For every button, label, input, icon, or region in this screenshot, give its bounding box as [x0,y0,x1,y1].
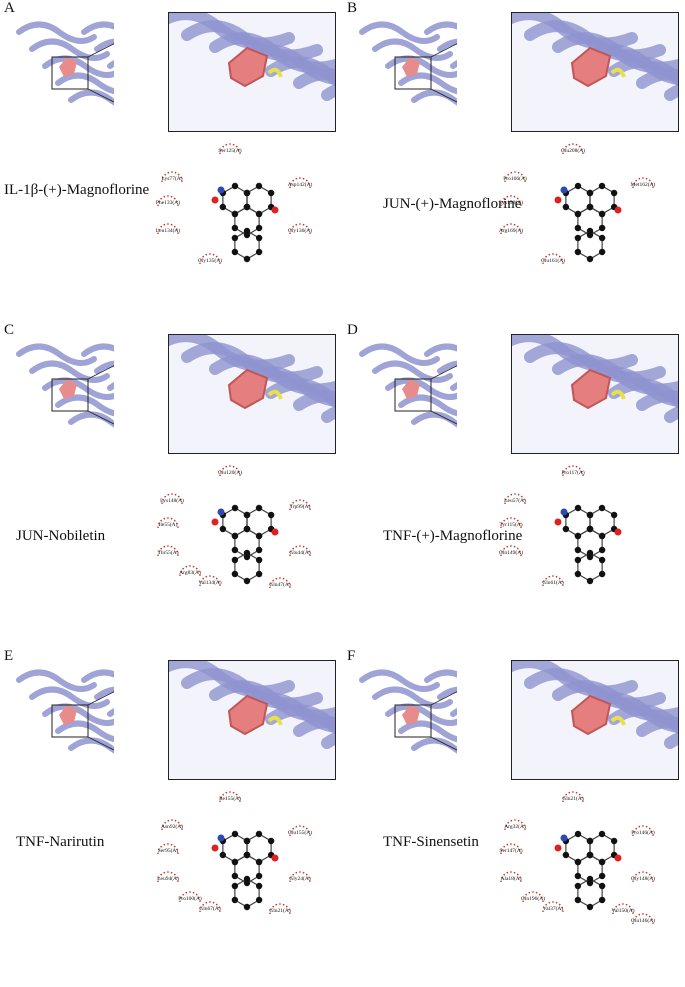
panel-title: TNF-Narirutin [16,834,105,850]
binding-site-zoom [511,334,679,454]
residue-label: Glu44(A) [289,549,311,556]
panel-letter: F [347,648,356,664]
residue-label: Tyr115(A) [499,521,522,528]
residue-label: Arg32(A) [504,823,526,830]
residue-label: Leu57(A) [504,497,526,504]
panel-letter: A [4,0,15,16]
panel-title: JUN-(+)-Magnoflorine [383,196,522,212]
protein-overview [359,21,457,106]
panel-letter: D [347,322,358,338]
panel-letter: E [4,648,14,664]
protein-overview [16,669,114,754]
residue-label: Pro166(A) [503,175,527,182]
residue-label: Glu208(A) [561,147,585,154]
binding-site-zoom [511,660,679,780]
binding-site-zoom [168,12,336,132]
residue-label: Val150(A) [611,907,634,914]
panel-e: E TNF-Narirutin Ile155(A) Asn92(A) Ser95(A… [0,648,342,977]
ligand-interaction-diagram: Gln21(A) Arg32(A) Ser147(A) Ala18(A) Val37(A… [499,791,655,925]
residue-label: Ser95(A) [158,847,179,854]
protein-overview [16,21,114,106]
residue-label: Met162(A) [631,181,656,188]
residue-label: Lys148(A) [160,497,184,504]
residue-label: Pro146(A) [631,829,655,836]
residue-label: Gln47(A) [269,581,291,588]
residue-label: Glu161(A) [541,257,565,264]
residue-label: Lys158(A) [499,199,523,206]
residue-label: Gly24(A) [289,875,311,882]
residue-label: Leu94(A) [157,875,179,882]
ligand-interaction-diagram: Pro117(A) Leu57(A) Tyr115(A) Gln149(A) Gln61… [499,465,622,587]
panel-f: F TNF-Sinensetin Gln21(A) Arg32(A) Ser147(… [343,648,685,977]
residue-label: Gln196(A) [521,895,545,902]
residue-label: Gly136(A) [288,227,312,234]
panel-title: IL-1β-(+)-Magnoflorine [4,182,150,198]
ligand-interaction-diagram: Ile155(A) Asn92(A) Ser95(A) Leu94(A) Gln67(A… [157,791,312,915]
residue-label: Asn92(A) [161,823,183,830]
panel-letter: C [4,322,15,338]
residue-label: Val134(A) [198,579,221,586]
residue-label: Ser125(A) [218,147,241,154]
residue-label: Ile155(A) [219,795,241,802]
ligand-interaction-diagram: Ser125(A) Lys77(A) Phe133(A) Leu134(A) Gly13… [156,143,313,265]
binding-site-zoom [511,12,679,132]
panel-d: D TNF-(+)-Magnoflorine Pro117(A) Leu57(A)… [343,322,685,651]
panel-a: A IL-1β-(+)-Magnoflorine Ser125(A) Lys77(… [0,0,342,329]
panel-title: TNF-(+)-Magnoflorine [383,528,523,544]
residue-label: Gln149(A) [499,549,523,556]
residue-label: Ala18(A) [500,875,521,882]
residue-label: Val37(A) [543,905,564,912]
binding-site-zoom [168,660,336,780]
residue-label: Glu146(A) [631,917,655,924]
residue-label: Gly148(A) [631,875,655,882]
residue-label: Gln61(A) [542,579,564,586]
residue-label: Phe133(A) [156,199,180,206]
residue-label: Glu120(A) [218,469,242,476]
residue-label: Arg83(A) [179,569,201,576]
residue-label: Thr55(A) [157,549,178,556]
residue-label: Arg169(A) [499,227,524,234]
panel-letter: B [347,0,358,16]
residue-label: Asp142(A) [288,181,313,188]
protein-overview [16,343,114,428]
residue-label: Trp99(A) [290,503,311,510]
residue-label: Pro117(A) [561,469,584,476]
protein-overview [359,343,457,428]
residue-label: Gly135(A) [198,257,222,264]
panel-title: TNF-Sinensetin [383,834,479,850]
residue-label: Ile55(A) [159,521,178,528]
residue-label: Pro100(A) [178,895,202,902]
residue-label: Lys77(A) [161,175,182,182]
panel-title: JUN-Nobiletin [16,528,106,544]
binding-site-zoom [168,334,336,454]
residue-label: Ser147(A) [499,847,522,854]
panel-b: B JUN-(+)-Magnoflorine Glu208(A) Pro166(A… [343,0,685,329]
ligand-interaction-diagram: Glu120(A) Lys148(A) Ile55(A) Thr55(A) Val134… [157,465,311,589]
residue-label: Gln21(A) [562,795,584,802]
residue-label: Glu155(A) [288,829,312,836]
residue-label: Leu134(A) [156,227,181,234]
residue-label: Gln21(A) [269,907,291,914]
protein-overview [359,669,457,754]
residue-label: Gln67(A) [199,905,221,912]
ligand-interaction-diagram: Glu208(A) Pro166(A) Lys158(A) Arg169(A) Glu1… [499,143,656,265]
panel-c: C JUN-Nobiletin Glu120(A) Lys148(A) Ile55(… [0,322,342,651]
